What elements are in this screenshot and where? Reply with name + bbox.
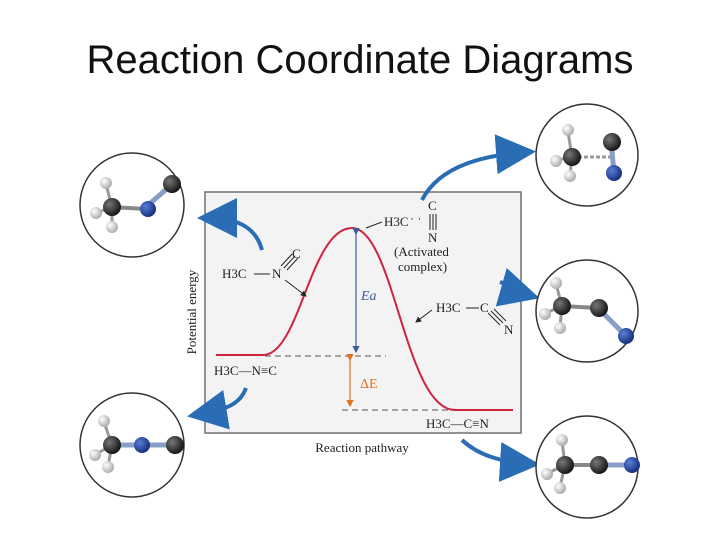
arrow-to-transition-state [420,134,536,201]
reactant-bent-structure: H3C N C [222,246,301,281]
arrow-to-reactant-bent [197,198,264,251]
svg-text:H3C: H3C [384,214,409,229]
svg-text:H3C: H3C [436,300,461,315]
acetonitrile-linear-molecule-icon [535,415,640,519]
plot-frame [204,191,522,434]
svg-text:H3C: H3C [222,266,247,281]
svg-text:(Activated: (Activated [394,244,449,259]
transition-state-triple-bond [429,214,437,230]
reactant-bent-triple-bond [280,253,299,271]
product-pointer [415,309,433,323]
acetonitrile-bent-molecule-icon [535,259,639,363]
methyl-isocyanide-linear-molecule-icon [79,392,185,498]
product-bent-structure: H3C C N [436,300,514,337]
reactant-pointer [284,279,307,297]
svg-text:C: C [292,246,301,261]
activation-energy-label: Ea [360,289,377,304]
transition-state-dots: · · [410,211,421,225]
transition-state-structure: H3C C N (Activated complex) [384,198,449,274]
svg-text:N: N [272,266,282,281]
potential-energy-curve [216,226,513,411]
svg-text:C: C [480,300,489,315]
y-axis-label: Potential energy [184,269,199,354]
svg-text:C: C [428,198,437,213]
arrow-to-reactant-linear [187,387,248,430]
product-bent-triple-bond [487,308,507,326]
svg-text:N: N [428,230,438,245]
x-axis-label: Reaction pathway [315,440,409,455]
svg-text:N: N [504,322,514,337]
transition-state-pointer [365,221,383,229]
transition-state-molecule-icon [535,103,639,207]
arrow-to-product-bent [495,267,540,307]
reactant-linear-label: H3C—N≡C [214,363,277,378]
product-linear-label: H3C—C≡N [426,416,490,431]
slide-title: Reaction Coordinate Diagrams [86,38,634,82]
methyl-isocyanide-bent-molecule-icon [79,152,185,258]
arrow-to-product-linear [460,438,540,482]
svg-text:complex): complex) [398,259,447,274]
energy-change-label: ΔE [360,377,378,392]
